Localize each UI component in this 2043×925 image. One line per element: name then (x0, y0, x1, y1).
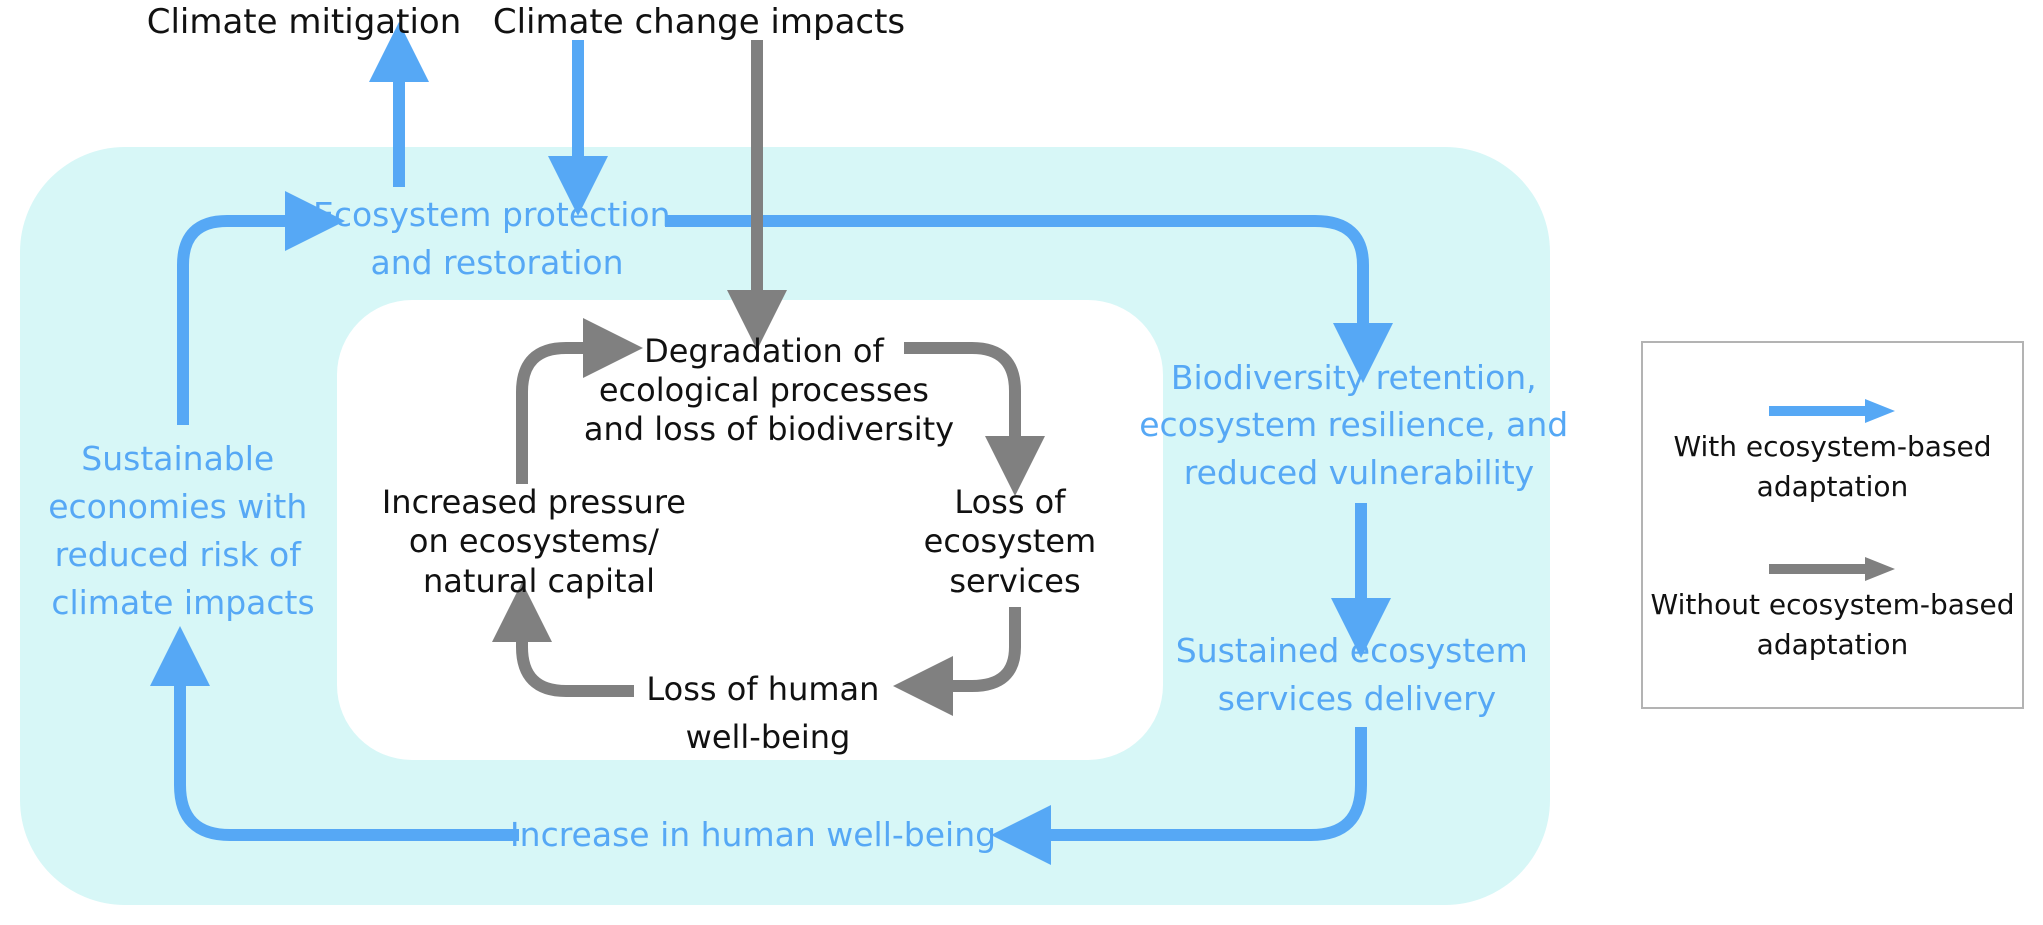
loss-services-label: Loss of ecosystem services (924, 483, 1107, 600)
ecosystem-protection-label: Ecosystem protection and restoration (313, 195, 681, 282)
increased-pressure-label: Increased pressure on ecosystems/ natura… (382, 483, 696, 600)
sustainable-economies-label: Sustainable economies with reduced risk … (48, 439, 318, 622)
arrow-pressure-to-degradation (516, 318, 643, 484)
increase-wellbeing-label: Increase in human well-being (510, 815, 996, 854)
arrow-loss-services-to-loss-wellbeing (893, 607, 1021, 716)
arrow-economies-to-protection (177, 191, 345, 425)
legend-gray-arrow-icon (1769, 557, 1895, 581)
arrow-wellbeing-to-economies (150, 626, 519, 841)
legend-with-label: With ecosystem-based adaptation (1673, 430, 1992, 503)
arrow-degradation-to-loss-services (904, 342, 1045, 496)
arrow-loss-wellbeing-to-pressure (492, 582, 634, 697)
inner-region (337, 300, 1163, 760)
sustained-services-label: Sustained ecosystem services delivery (1176, 631, 1538, 718)
legend-without-label: Without ecosystem-based adaptation (1650, 588, 2015, 661)
legend-blue-arrow-icon (1769, 399, 1895, 423)
climate-mitigation-label: Climate mitigation (147, 2, 462, 42)
legend: With ecosystem-based adaptation Without … (1641, 341, 2024, 709)
degradation-label: Degradation of ecological processes and … (584, 332, 954, 448)
arrow-services-to-wellbeing (991, 727, 1367, 865)
arrow-protection-to-biodiversity (665, 215, 1393, 383)
loss-wellbeing-label: Loss of human well-being (646, 670, 889, 756)
biodiversity-retention-label: Biodiversity retention, ecosystem resili… (1139, 358, 1579, 492)
climate-change-impacts-label: Climate change impacts (493, 2, 905, 42)
